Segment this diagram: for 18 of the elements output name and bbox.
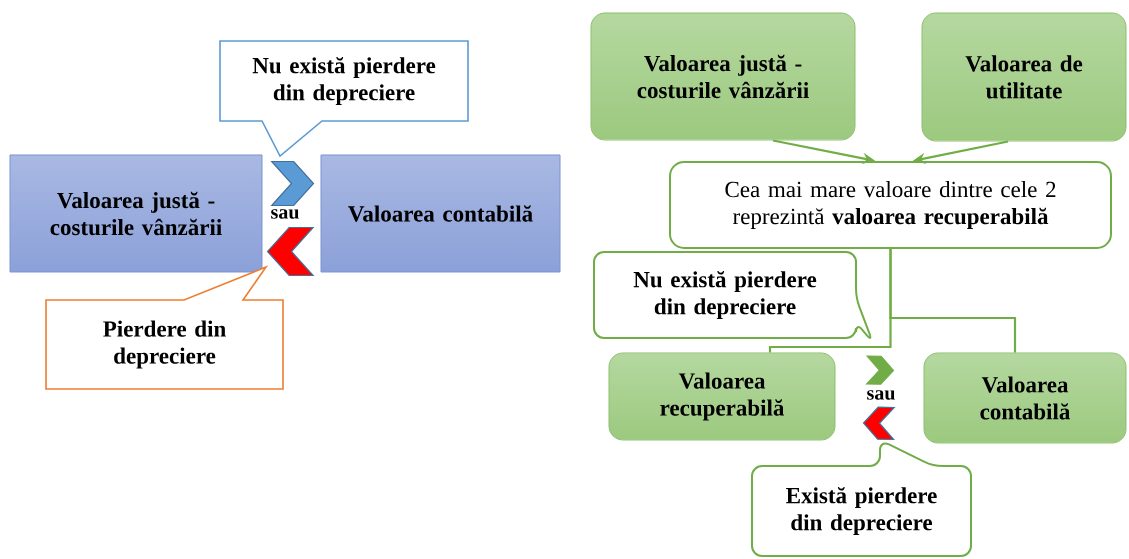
callout-box: Există pierdere din depreciere [751, 442, 972, 557]
or-label: sau [271, 209, 299, 219]
chevron-arrow [266, 226, 315, 277]
or-label: sau [867, 390, 895, 400]
chevron-arrow [865, 355, 895, 385]
callout-box: Pierdere din depreciere [45, 265, 284, 390]
value-box: Valoarea justă - costurile vânzării [590, 12, 856, 141]
value-box: Valoarea contabilă [923, 352, 1127, 444]
callout-box: Nu există pierdere din depreciere [219, 40, 469, 158]
chevron-arrow [270, 160, 315, 207]
value-box: Valoarea contabilă [320, 154, 561, 273]
callout-box: Nu există pierdere din depreciere [593, 251, 872, 339]
result-box: Cea mai mare valoare dintre cele 2 reprezintă valoarea recuperabilă [669, 161, 1112, 249]
value-box: Valoarea recuperabilă [608, 352, 836, 441]
chevron-arrow [862, 406, 896, 441]
connector-line [889, 249, 1017, 353]
value-box: Valoarea justă - costurile vânzării [9, 154, 263, 273]
value-box: Valoarea de utilitate [921, 12, 1127, 142]
